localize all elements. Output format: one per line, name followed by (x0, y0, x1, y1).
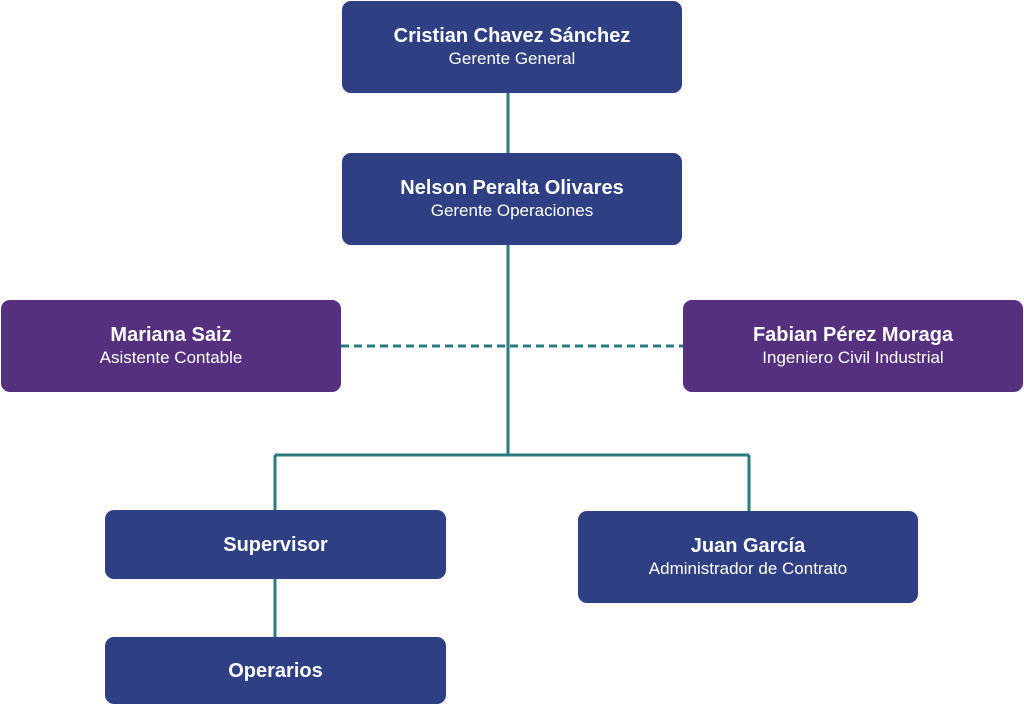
node-name: Operarios (228, 659, 323, 682)
node-administrador-de-contrato: Juan García Administrador de Contrato (578, 511, 918, 603)
node-role: Administrador de Contrato (648, 559, 848, 578)
node-name: Fabian Pérez Moraga (752, 324, 954, 346)
node-name: Cristian Chavez Sánchez (393, 25, 631, 47)
node-name: Juan García (690, 535, 806, 557)
node-role: Gerente Operaciones (430, 201, 594, 220)
node-operarios: Operarios (105, 637, 446, 704)
node-role: Asistente Contable (99, 348, 243, 367)
node-supervisor: Supervisor (105, 510, 446, 579)
node-asistente-contable: Mariana Saiz Asistente Contable (1, 300, 341, 392)
node-role: Ingeniero Civil Industrial (762, 348, 944, 367)
node-ingeniero-civil-industrial: Fabian Pérez Moraga Ingeniero Civil Indu… (683, 300, 1023, 392)
node-gerente-general: Cristian Chavez Sánchez Gerente General (342, 1, 682, 93)
node-gerente-operaciones: Nelson Peralta Olivares Gerente Operacio… (342, 153, 682, 245)
node-role: Gerente General (448, 49, 576, 68)
node-name: Nelson Peralta Olivares (400, 177, 624, 199)
node-name: Supervisor (223, 533, 328, 556)
node-name: Mariana Saiz (110, 324, 232, 346)
